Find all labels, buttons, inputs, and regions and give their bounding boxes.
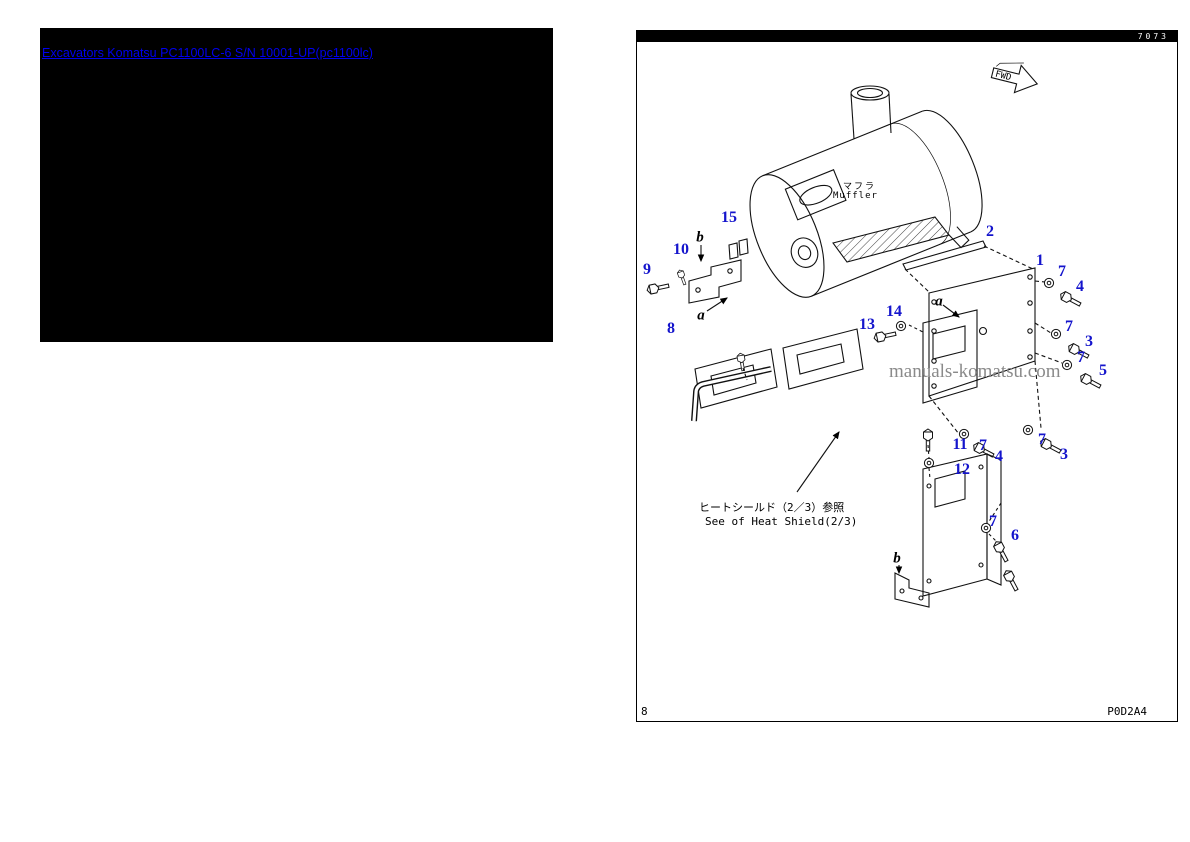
bolt-icon (1001, 568, 1022, 593)
topbar-code: 7073 (1137, 32, 1169, 41)
callout-7: 7 (1058, 263, 1066, 280)
muffler-label-jp: マフラ (843, 182, 877, 192)
bolt-icon (645, 280, 671, 296)
callout-9: 9 (643, 261, 651, 278)
support-bar-2 (902, 240, 1034, 293)
drawing-code: P0D2A4 (1107, 705, 1147, 718)
callout-6: 6 (1011, 527, 1019, 544)
note-leader-arrow (796, 431, 840, 493)
heat-shield-plates (691, 328, 864, 422)
shim-plate (728, 242, 739, 260)
callout-1: 1 (1036, 252, 1044, 269)
callout-15: 15 (721, 209, 737, 226)
callout-13: 13 (859, 316, 875, 333)
callout-5: 5 (1099, 362, 1107, 379)
page-number: 8 (641, 705, 648, 718)
exploded-diagram: FWD (645, 62, 1103, 608)
callout-12: 12 (954, 461, 970, 478)
muffler-body (749, 109, 983, 298)
washer-icon (1022, 424, 1034, 436)
callout-10: 10 (673, 241, 689, 258)
callout-7: 7 (1077, 349, 1085, 366)
saddle-bracket (832, 216, 950, 263)
bracket-8 (645, 238, 749, 312)
washer-icon (923, 457, 935, 469)
callout-b: b (893, 550, 901, 567)
callout-3: 3 (1085, 333, 1093, 350)
callout-11: 11 (952, 436, 968, 453)
callout-4: 4 (995, 448, 1003, 465)
fwd-arrow-icon: FWD (990, 62, 1039, 94)
callout-3: 3 (1060, 446, 1068, 463)
bottom-bracket-b (894, 565, 930, 608)
shim-plate (738, 238, 749, 256)
a-arrow (942, 304, 960, 318)
diagram-panel: 7073 (636, 30, 1178, 722)
washer-icon (1050, 328, 1062, 340)
leader-lines (928, 280, 1063, 435)
washer-icon (1061, 359, 1073, 371)
washer-icon (1043, 277, 1055, 289)
callout-a: a (697, 307, 705, 324)
callout-b: b (696, 229, 704, 246)
watermark: manuals-komatsu.com (889, 361, 1061, 382)
muffler-label-en: Muffler (833, 191, 878, 201)
callout-14: 14 (886, 303, 902, 320)
callout-a: a (935, 293, 943, 310)
fasteners-bottom (980, 502, 1022, 593)
callout-8: 8 (667, 320, 675, 337)
panel-topbar: 7073 (637, 31, 1177, 42)
pin-icon (676, 268, 689, 286)
callout-7: 7 (989, 513, 997, 530)
lower-bracket (922, 428, 1002, 597)
callout-7: 7 (1038, 431, 1046, 448)
fwd-label: FWD (994, 70, 1012, 84)
callout-4: 4 (1076, 278, 1084, 295)
breadcrumb-link[interactable]: Excavators Komatsu PC1100LC-6 S/N 10001-… (42, 46, 373, 60)
exhaust-pipe (850, 85, 892, 140)
heatshield-note-jp: ヒートシールド（2／3）参照 (699, 501, 845, 514)
left-black-panel: Excavators Komatsu PC1100LC-6 S/N 10001-… (40, 28, 553, 342)
callout-7: 7 (979, 437, 987, 454)
washer-icon (895, 320, 907, 332)
callout-7: 7 (1065, 318, 1073, 335)
fasteners-right (872, 277, 1103, 461)
callout-2: 2 (986, 223, 994, 240)
bolt-icon (872, 328, 898, 344)
heatshield-note-en: See of Heat Shield(2/3) (705, 515, 858, 528)
